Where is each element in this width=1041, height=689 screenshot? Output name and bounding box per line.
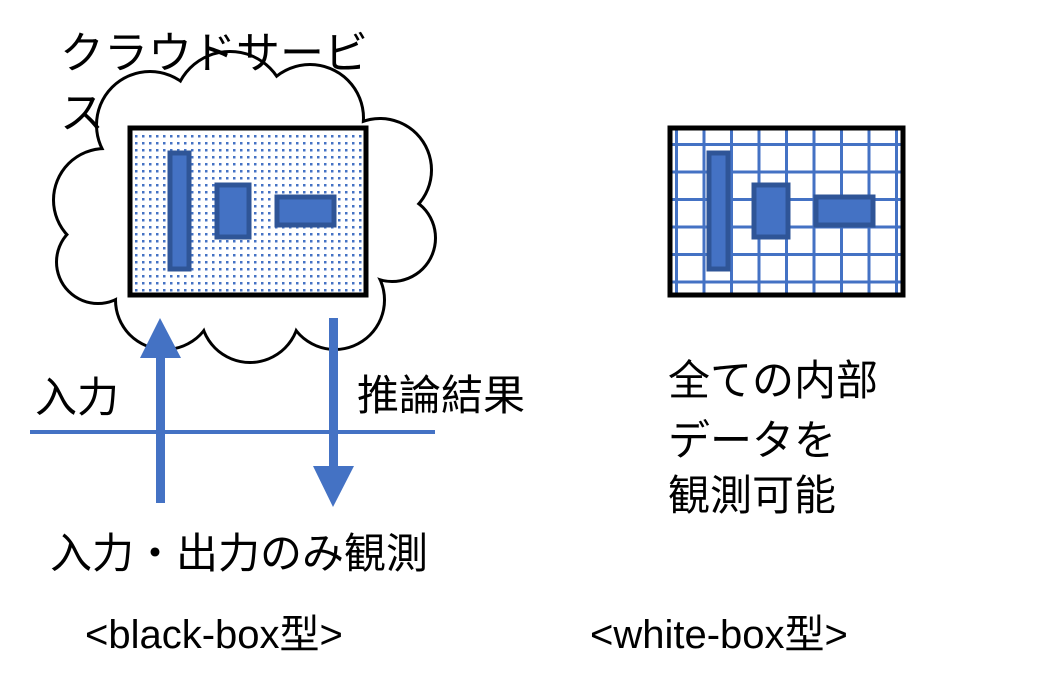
inference-result-label: 推論結果 <box>357 372 525 419</box>
white-box-observation-line1: 全ての内部 <box>668 357 878 404</box>
black-box-caption: <black-box型> <box>85 613 343 657</box>
input-label: 入力 <box>35 374 119 421</box>
input-arrow-icon <box>140 318 181 503</box>
white-box-caption: <white-box型> <box>590 613 848 657</box>
white-box-observation-line3: 観測可能 <box>668 472 836 519</box>
black-box-model <box>127 125 369 298</box>
white-box-model <box>667 125 906 298</box>
model-layer-1 <box>167 150 192 272</box>
cloud-service-label-wrap: ス <box>60 89 104 138</box>
model-layer-3 <box>813 194 876 228</box>
output-arrow-icon <box>313 318 354 507</box>
model-layer-3 <box>274 194 337 228</box>
white-box-observation-line2: データを <box>668 417 836 464</box>
model-layer-2 <box>751 182 791 240</box>
cloud-service-label: クラウドサービ <box>60 29 368 78</box>
model-layer-2 <box>214 182 252 240</box>
model-layer-1 <box>706 150 731 272</box>
io-observation-label: 入力・出力のみ観測 <box>50 530 428 577</box>
